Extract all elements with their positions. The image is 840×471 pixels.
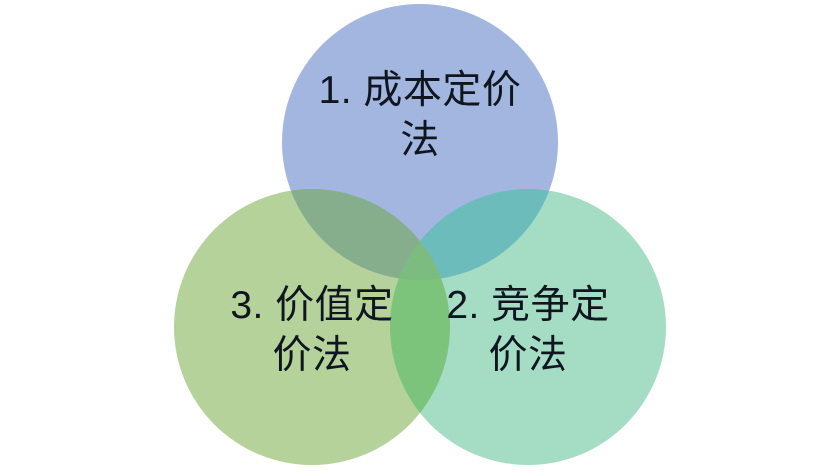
overlap-top-left [282, 189, 450, 280]
overlap-top-left-group [282, 189, 450, 280]
overlap-top-right [390, 189, 558, 280]
overlap-top-right-group [390, 189, 558, 280]
